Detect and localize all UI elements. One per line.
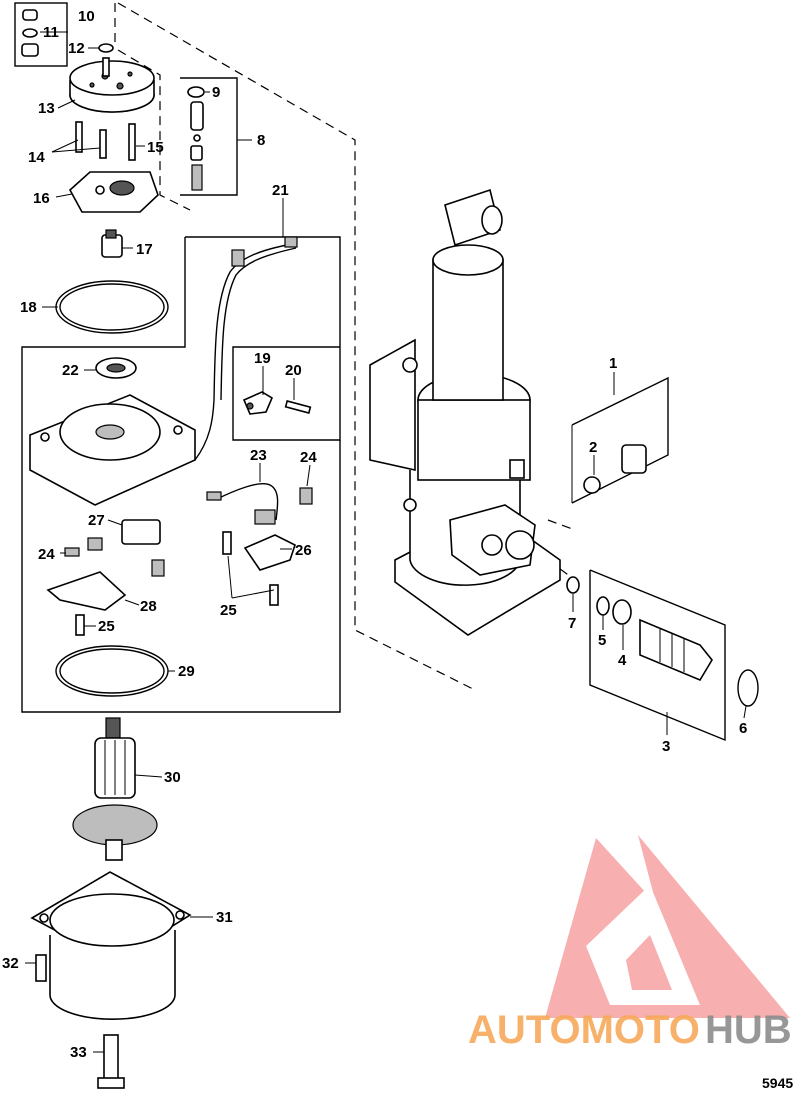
figure-id: 5945 bbox=[762, 1075, 793, 1091]
callout-7: 7 bbox=[568, 615, 576, 632]
callout-29: 29 bbox=[178, 663, 195, 680]
callout-12: 12 bbox=[68, 40, 85, 57]
callout-labels: 10 11 12 13 14 15 16 17 18 9 8 21 22 19 … bbox=[2, 8, 747, 1061]
kit-box-8-9 bbox=[180, 77, 238, 196]
part-24-springs bbox=[64, 487, 313, 557]
callout-16: 16 bbox=[33, 190, 50, 207]
callout-25-right: 25 bbox=[220, 602, 237, 619]
kit-box-21 bbox=[21, 236, 341, 713]
leader-lines bbox=[25, 31, 747, 1053]
part-29-oring bbox=[55, 645, 169, 697]
part-13-valve-plate bbox=[69, 57, 155, 113]
callout-27: 27 bbox=[88, 512, 105, 529]
callout-13: 13 bbox=[38, 100, 55, 117]
callout-33: 33 bbox=[70, 1044, 87, 1061]
callout-10: 10 bbox=[78, 8, 95, 25]
callout-15: 15 bbox=[147, 139, 164, 156]
pump-cylinder-assembly bbox=[369, 188, 561, 636]
part-31-motor-housing bbox=[30, 871, 192, 1020]
callout-20: 20 bbox=[285, 362, 302, 379]
callout-24-right: 24 bbox=[300, 449, 317, 466]
callout-5: 5 bbox=[598, 632, 606, 649]
callout-24-left: 24 bbox=[38, 546, 55, 563]
part-12-oring bbox=[98, 43, 114, 53]
callout-8: 8 bbox=[257, 132, 265, 149]
part-32-screw bbox=[35, 954, 47, 982]
part-30-armature bbox=[72, 717, 158, 861]
callout-14: 14 bbox=[28, 149, 45, 166]
callout-23: 23 bbox=[250, 447, 267, 464]
callout-31: 31 bbox=[216, 909, 233, 926]
callout-21: 21 bbox=[272, 182, 289, 199]
callout-2: 2 bbox=[589, 439, 597, 456]
callout-32: 32 bbox=[2, 955, 19, 972]
callout-22: 22 bbox=[62, 362, 79, 379]
callout-30: 30 bbox=[164, 769, 181, 786]
watermark-logo bbox=[545, 835, 790, 1018]
callout-28: 28 bbox=[140, 598, 157, 615]
callout-3: 3 bbox=[662, 738, 670, 755]
callout-4: 4 bbox=[618, 652, 627, 669]
watermark-text-automoto: AUTOMOTO bbox=[468, 1008, 700, 1052]
part-25-screws bbox=[75, 531, 279, 636]
callout-25-left: 25 bbox=[98, 618, 115, 635]
part-26-brush-holder bbox=[243, 534, 296, 571]
callout-19: 19 bbox=[254, 350, 271, 367]
kit-box-3 bbox=[589, 569, 759, 742]
part-17-coupler bbox=[101, 229, 123, 258]
callout-9: 9 bbox=[212, 84, 220, 101]
part-27-brush bbox=[87, 509, 276, 551]
watermark-text-hub: HUB bbox=[705, 1008, 792, 1052]
part-20-screw bbox=[284, 400, 312, 414]
part-22-bearing bbox=[95, 357, 137, 379]
part-19-clip bbox=[242, 391, 274, 415]
part-14-15-screws bbox=[75, 121, 136, 161]
callout-11: 11 bbox=[43, 24, 59, 41]
callout-1: 1 bbox=[609, 355, 617, 372]
kit-box-1 bbox=[571, 376, 669, 504]
part-16-housing-base bbox=[68, 171, 159, 213]
part-18-oring bbox=[55, 280, 169, 334]
callout-6: 6 bbox=[739, 720, 747, 737]
part-23-lead bbox=[206, 483, 279, 521]
callout-18: 18 bbox=[20, 299, 37, 316]
part-28-brush-plate bbox=[46, 559, 165, 611]
part-7-washer bbox=[566, 576, 580, 594]
part-33-bolt bbox=[97, 1034, 125, 1089]
part-21-harness bbox=[194, 236, 298, 461]
callout-17: 17 bbox=[136, 241, 153, 258]
kit-box-10-11 bbox=[14, 2, 68, 67]
callout-26: 26 bbox=[295, 542, 312, 559]
motor-end-plate bbox=[29, 394, 196, 506]
